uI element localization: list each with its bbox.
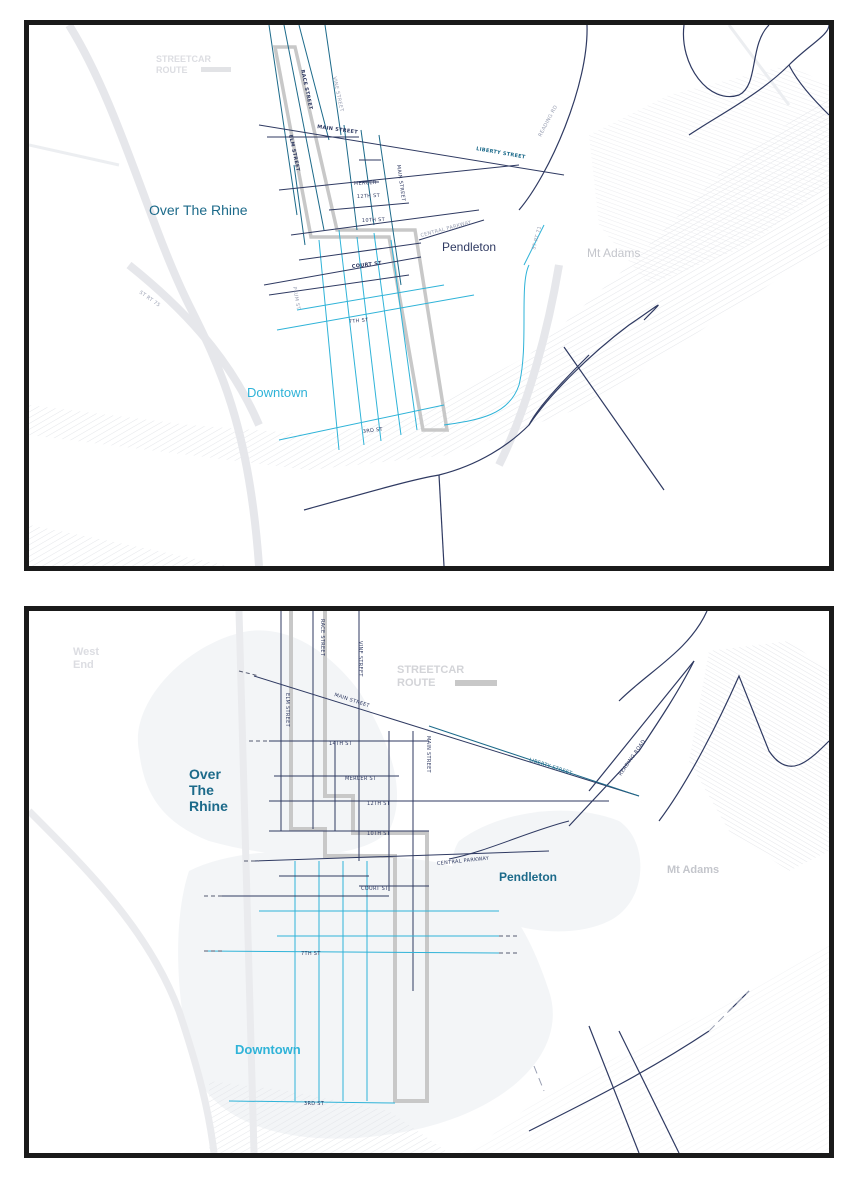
- streetcar-route-bottom[interactable]: [289, 611, 429, 1103]
- label-court-st-bottom: COURT ST: [361, 886, 389, 892]
- label-vine-street: VINE STREET: [331, 76, 344, 113]
- east-west-streets-bottom: [219, 675, 640, 897]
- label-7th-st: 7TH ST: [349, 317, 370, 325]
- label-liberty-street-bottom: LIBERTY STREET: [528, 757, 573, 777]
- label-reading-road-bottom: READING ROAD: [618, 739, 647, 777]
- neighborhood-otr-2: The: [189, 782, 214, 798]
- label-vine-street-bottom: VINE STREET: [357, 641, 363, 677]
- label-race-street-bottom: RACE STREET: [319, 619, 325, 657]
- neighborhood-otr-1: Over: [189, 766, 221, 782]
- label-mercer-st-bottom: MERCER ST: [345, 776, 377, 782]
- streetcar-legend-swatch-bottom: [455, 680, 497, 686]
- east-west-streets: [258, 124, 565, 296]
- label-central-parkway-bottom: CENTRAL PARKWAY: [437, 855, 490, 867]
- north-south-streets-bottom: [280, 611, 414, 991]
- river-hatch: [29, 95, 829, 470]
- top-map-panel: STREETCAR ROUTE: [24, 20, 834, 571]
- label-st-rt-71: ST RT 71: [531, 225, 543, 250]
- label-main-street: MAIN STREET: [317, 124, 359, 136]
- label-central-parkway: CENTRAL PARKWAY: [420, 219, 473, 239]
- neighborhood-downtown: Downtown: [247, 385, 308, 400]
- top-map-svg: STREETCAR ROUTE: [29, 25, 829, 566]
- label-3rd-st: 3RD ST: [363, 426, 384, 434]
- label-reading-rd: READING RD: [537, 104, 559, 138]
- streetcar-label-route: ROUTE: [156, 65, 188, 75]
- streetcar-label-bottom-route: ROUTE: [397, 677, 436, 689]
- otr-district: [137, 630, 398, 855]
- southwest-hatch: [209, 1081, 449, 1153]
- neighborhood-otr-3: Rhine: [189, 798, 228, 814]
- label-12th-st-bottom: 12TH ST: [367, 801, 391, 807]
- neighborhood-pendleton-bottom: Pendleton: [499, 870, 557, 884]
- hill-hatch: [589, 65, 829, 285]
- pendleton-district: [452, 810, 641, 932]
- faint-highways-bottom: [29, 611, 258, 1153]
- streetcar-route[interactable]: [272, 45, 450, 432]
- label-main-street-vertical: MAIN STREET: [395, 164, 406, 202]
- navy-outlines: [303, 25, 829, 566]
- label-main-street-vertical-bottom: MAIN STREET: [425, 736, 431, 774]
- neighborhood-pendleton: Pendleton: [442, 240, 496, 254]
- neighborhood-west-end: West: [73, 646, 99, 658]
- river-hatch-bottom: [469, 941, 829, 1153]
- downtown-district: [178, 851, 553, 1139]
- label-10th-st: 10TH ST: [362, 217, 386, 224]
- downtown-streets-bottom: [203, 861, 500, 1104]
- north-south-streets: [268, 25, 402, 286]
- label-12th-st: 12TH ST: [357, 193, 381, 200]
- riverbank-hatch: [29, 525, 229, 566]
- bottom-map-svg: STREETCAR ROUTE: [29, 611, 829, 1153]
- label-plum-st: PLUM ST: [291, 286, 301, 311]
- label-10th-st-bottom: 10TH ST: [367, 831, 391, 837]
- neighborhood-downtown-bottom: Downtown: [235, 1042, 301, 1057]
- streetcar-label: STREETCAR: [156, 54, 212, 64]
- label-14th-st-bottom: 14TH ST: [329, 741, 353, 747]
- neighborhood-mt-adams-bottom: Mt Adams: [667, 864, 719, 876]
- label-liberty-street: LIBERTY STREET: [476, 146, 527, 161]
- neighborhood-otr: Over The Rhine: [149, 202, 248, 218]
- label-mercer: MERCER: [354, 180, 377, 187]
- label-race-street: RACE STREET: [299, 69, 313, 111]
- label-elm-street-bottom: ELM STREET: [284, 693, 290, 728]
- navy-outlines-bottom: [528, 611, 829, 1153]
- label-elm-street: ELM STREET: [287, 134, 301, 172]
- streetcar-label-bottom: STREETCAR: [397, 664, 464, 676]
- label-3rd-st-bottom: 3RD ST: [304, 1101, 325, 1107]
- label-7th-st-bottom: 7TH ST: [301, 951, 321, 957]
- neighborhood-west-end-2: End: [73, 659, 94, 671]
- streetcar-legend-swatch: [201, 67, 231, 72]
- bottom-map-panel: STREETCAR ROUTE: [24, 606, 834, 1158]
- east-hatch: [689, 641, 829, 871]
- downtown-streets: [276, 229, 530, 451]
- label-court-st: COURT ST: [352, 260, 383, 270]
- neighborhood-mt-adams: Mt Adams: [587, 246, 640, 260]
